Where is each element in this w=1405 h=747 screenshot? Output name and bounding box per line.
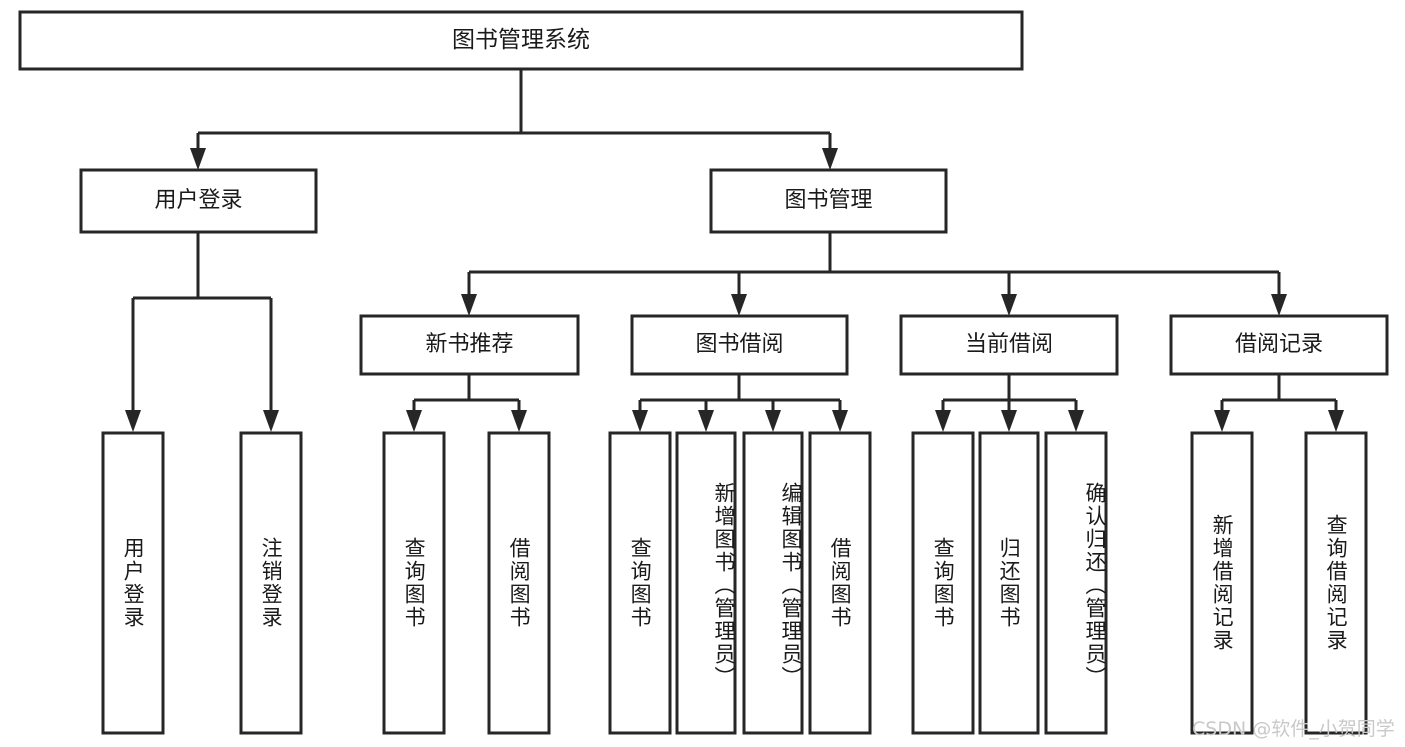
- node-book-borrow[interactable]: [630, 314, 849, 376]
- node-borrow-record[interactable]: [1169, 314, 1389, 376]
- arrowhead-leaf-add-book: [698, 410, 714, 432]
- arrowhead-current-borrow: [1001, 294, 1017, 316]
- node-leaf-borrow-book-2[interactable]: [808, 431, 872, 735]
- node-leaf-query-record[interactable]: [1304, 431, 1368, 735]
- arrowhead-leaf-query-book-3: [935, 410, 951, 432]
- arrowhead-leaf-edit-book: [765, 410, 781, 432]
- node-current-borrow[interactable]: [899, 314, 1119, 376]
- arrowhead-leaf-query-record: [1328, 410, 1344, 432]
- arrowhead-leaf-logout: [263, 410, 279, 432]
- node-leaf-edit-book[interactable]: [742, 431, 804, 735]
- arrowhead-leaf-query-book-2: [632, 410, 648, 432]
- arrowhead-leaf-user-login: [125, 410, 141, 432]
- node-leaf-confirm-return[interactable]: [1044, 431, 1108, 735]
- arrowhead-borrow-record: [1271, 294, 1287, 316]
- node-leaf-add-record[interactable]: [1190, 431, 1254, 735]
- arrowhead-leaf-add-record: [1214, 410, 1230, 432]
- node-leaf-query-book-2[interactable]: [608, 431, 672, 735]
- connector-layer: [125, 69, 1344, 432]
- node-leaf-query-book-3[interactable]: [911, 431, 975, 735]
- arrowhead-user-login: [190, 148, 206, 170]
- arrowhead-leaf-confirm-return: [1068, 410, 1084, 432]
- arrowhead-leaf-borrow-book-2: [832, 410, 848, 432]
- node-leaf-user-login[interactable]: [101, 431, 165, 735]
- csdn-watermark: CSDN @软件_小贺同学: [1192, 718, 1395, 740]
- arrowhead-book-manage: [822, 148, 838, 170]
- node-root[interactable]: [18, 10, 1024, 71]
- node-new-book-recommend[interactable]: [359, 314, 580, 376]
- arrowhead-leaf-return-book: [1001, 410, 1017, 432]
- node-leaf-return-book[interactable]: [978, 431, 1040, 735]
- node-book-manage[interactable]: [709, 168, 948, 234]
- arrowhead-book-borrow: [731, 294, 747, 316]
- node-user-login[interactable]: [79, 168, 318, 234]
- arrowhead-leaf-borrow-book-1: [511, 410, 527, 432]
- arrowhead-new-book-recommend: [461, 294, 477, 316]
- arrowhead-leaf-query-book-1: [406, 410, 422, 432]
- node-leaf-query-book-1[interactable]: [382, 431, 446, 735]
- node-leaf-add-book[interactable]: [675, 431, 737, 735]
- node-leaf-borrow-book-1[interactable]: [487, 431, 551, 735]
- node-leaf-logout[interactable]: [239, 431, 303, 735]
- node-layer: [18, 10, 1389, 735]
